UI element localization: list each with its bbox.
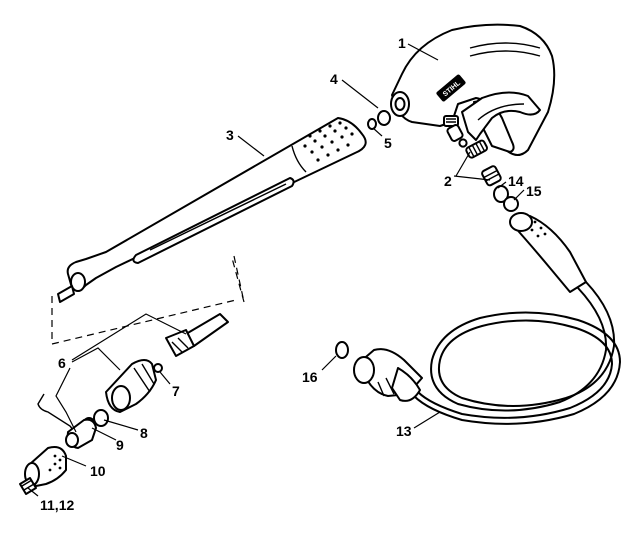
callout-6: 6 [58,355,66,371]
leader-lines [27,43,525,497]
pressure-hose[interactable] [353,212,622,425]
callout-1: 1 [398,35,406,51]
callout-5: 5 [384,135,392,151]
callout-13: 13 [396,423,412,439]
o-ring-5[interactable] [367,118,377,130]
callout-labels: 1 2 3 4 5 6 7 8 9 10 11,12 13 14 15 16 [40,35,542,513]
o-ring-4[interactable] [377,110,391,126]
assembly-dashed-frame [51,255,245,345]
callout-11-12: 11,12 [40,497,74,513]
o-ring-15[interactable] [503,196,519,212]
callout-15: 15 [526,183,542,199]
callout-9: 9 [116,437,124,453]
callout-4: 4 [330,71,338,87]
nozzle-connector[interactable] [165,313,229,357]
callout-10: 10 [90,463,106,479]
o-ring-8[interactable] [93,409,109,427]
spray-lance[interactable] [57,117,367,303]
callout-7: 7 [172,383,180,399]
nozzle-tip[interactable] [19,477,37,495]
nozzle-housing[interactable] [105,359,157,413]
callout-16: 16 [302,369,318,385]
spray-gun[interactable]: STIHL [390,23,556,156]
callout-8: 8 [140,425,148,441]
callout-3: 3 [226,127,234,143]
lance-grip-texture [303,121,354,162]
callout-2: 2 [444,173,452,189]
nozzle-insert[interactable] [65,418,97,449]
valve-kit[interactable] [446,124,502,187]
o-ring-16[interactable] [335,341,349,359]
callout-14: 14 [508,173,524,189]
o-ring-7[interactable] [153,363,163,373]
